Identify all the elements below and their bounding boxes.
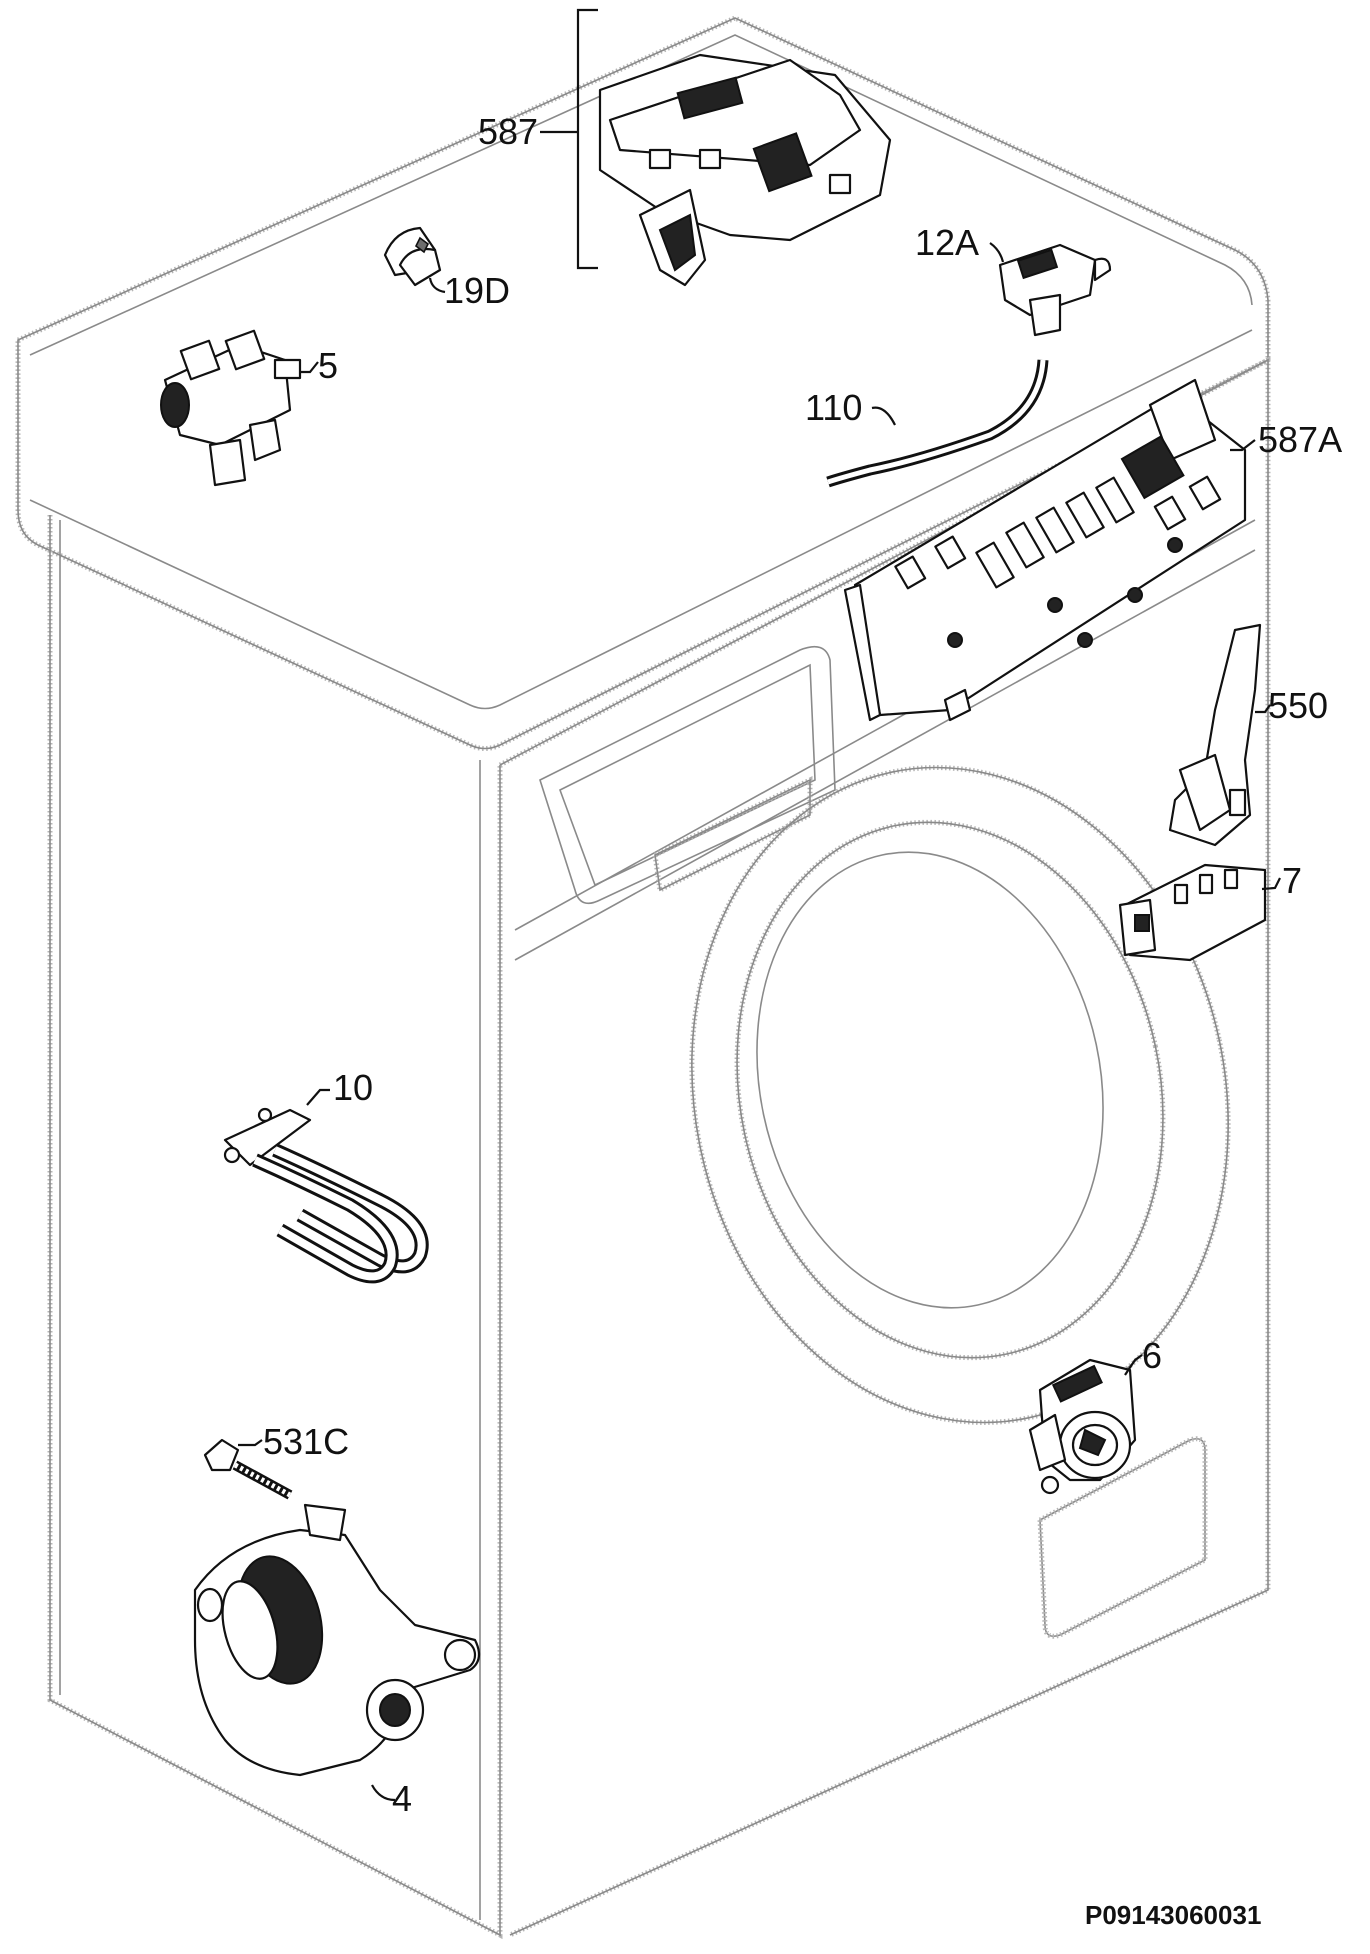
callout-6: 6 — [1142, 1335, 1162, 1376]
callout-531c: 531C — [263, 1421, 349, 1462]
part-19d-clip — [383, 226, 442, 287]
callout-587a: 587A — [1258, 419, 1342, 460]
part-550-hinge-bracket — [1168, 623, 1262, 847]
part-4-drain-pump-motor — [193, 1503, 481, 1777]
part-531c-screw — [203, 1438, 293, 1500]
part-587a-electronic-board — [843, 378, 1247, 722]
part-7-door-lock — [1118, 863, 1267, 962]
part-5-inlet-valve — [160, 329, 302, 487]
callout-587: 587 — [478, 111, 538, 152]
washing-machine-cabinet — [15, 15, 1271, 1940]
part-12a-pressure-switch — [998, 243, 1112, 337]
drawing-code: P09143060031 — [1085, 1900, 1261, 1930]
callout-550: 550 — [1268, 685, 1328, 726]
detergent-drawer — [539, 645, 836, 905]
door-porthole-inner — [734, 819, 1166, 1361]
part-6-drain-pump — [1028, 1358, 1137, 1495]
callout-5: 5 — [318, 345, 338, 386]
callout-19d: 19D — [444, 270, 510, 311]
callout-110: 110 — [805, 387, 862, 428]
callout-12a: 12A — [915, 222, 979, 263]
callout-4: 4 — [392, 1778, 412, 1819]
callout-7: 7 — [1282, 860, 1302, 901]
part-10-heating-element — [223, 1107, 429, 1284]
callout-10: 10 — [333, 1067, 373, 1108]
control-board-587 — [540, 8, 892, 287]
